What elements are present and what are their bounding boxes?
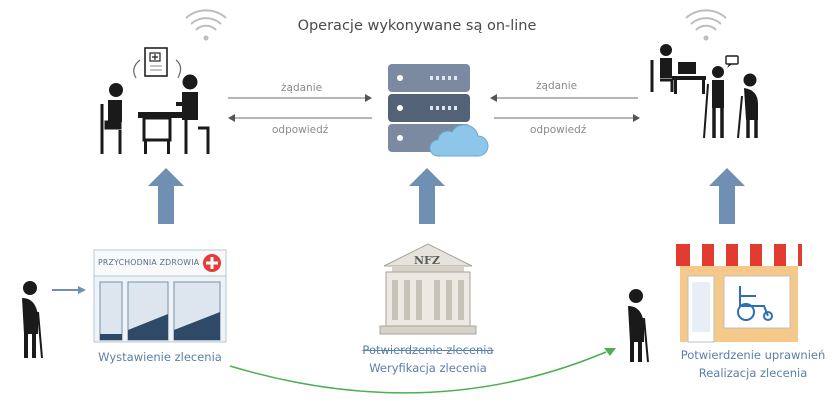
right-response-label: odpowiedź [530,124,587,136]
flow-arrow [229,348,616,394]
page-title: Operacje wykonywane są on-line [297,18,537,34]
elderly-patient-left-icon [22,281,43,359]
left-request-label: żądanie [281,82,323,94]
clinic-building [93,249,227,343]
document-icon [144,47,168,77]
nfz-sign: NFZ [414,254,440,267]
left-request-arrow [228,94,372,102]
shop-caption-line2: Realizacja zlecenia [698,366,808,380]
nfz-caption-line2: Weryfikacja zlecenia [369,361,487,375]
up-arrow-right [709,168,745,224]
medical-supply-shop [676,244,802,343]
left-response-arrow [228,114,372,122]
elderly-patient-right-icon [628,289,649,363]
right-request-arrow [490,94,638,102]
left-response-label: odpowiedź [272,124,329,136]
wifi-icon-right [685,9,727,41]
cloud-icon [429,124,489,157]
doctor-office-icon [100,9,227,154]
clinic-caption: Wystawienie zlecenia [98,350,222,364]
right-request-label: żądanie [536,80,578,92]
up-arrow-center [409,168,445,224]
up-arrow-left [148,168,184,224]
nfz-caption-line1: Potwierdzenie zlecenia [362,343,494,357]
supply-point-office-icon [650,9,758,139]
clinic-sign: PRZYCHODNIA ZDROWIA [98,258,200,267]
wifi-icon-left [185,9,227,41]
shop-caption-line1: Potwierdzenie uprawnień [680,348,826,362]
right-response-arrow [494,114,640,122]
nfz-building [379,243,477,335]
shop-awning [676,244,802,266]
wheelchair-icon [737,286,773,321]
small-right-arrow [52,286,86,294]
